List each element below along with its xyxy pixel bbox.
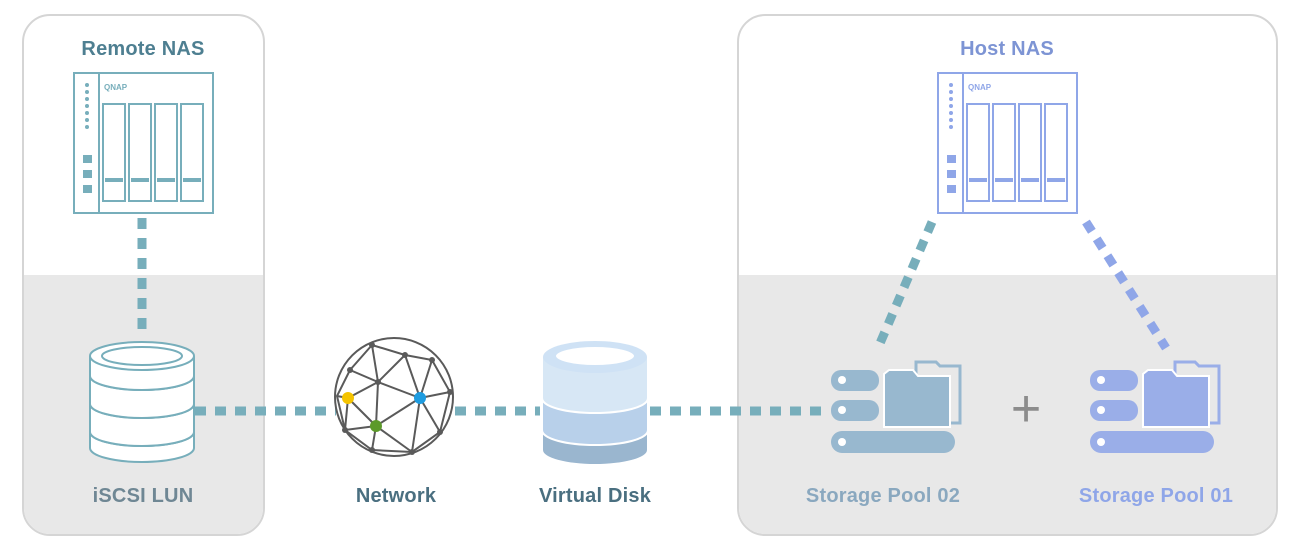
storage-pool-01-label: Storage Pool 01	[1078, 485, 1234, 507]
remote-nas-label: Remote NAS	[81, 38, 205, 60]
network-node-green	[370, 420, 382, 432]
host-nas-brand: QNAP	[968, 83, 992, 92]
virtual-disk-label: Virtual Disk	[538, 485, 652, 507]
host-nas-device-icon: QNAP	[937, 72, 1078, 214]
host-nas-label: Host NAS	[960, 38, 1054, 60]
connector-host-nas-to-pool02	[873, 220, 937, 350]
storage-pool-02-label: Storage Pool 02	[805, 485, 961, 507]
connector-host-nas-to-pool01	[1082, 219, 1170, 351]
plus-sign: +	[1011, 380, 1041, 438]
iscsi-lun-database-icon	[89, 341, 195, 463]
network-globe-icon	[334, 337, 454, 457]
remote-nas-brand: QNAP	[104, 83, 128, 92]
virtual-disk-icon	[541, 341, 649, 464]
network-label: Network	[355, 485, 437, 507]
network-node-yellow	[342, 392, 354, 404]
remote-nas-device-icon: QNAP	[73, 72, 214, 214]
storage-pool-01-icon	[1090, 360, 1221, 453]
storage-pool-02-icon	[831, 360, 962, 453]
network-node-blue	[414, 392, 426, 404]
iscsi-lun-label: iSCSI LUN	[92, 485, 194, 507]
